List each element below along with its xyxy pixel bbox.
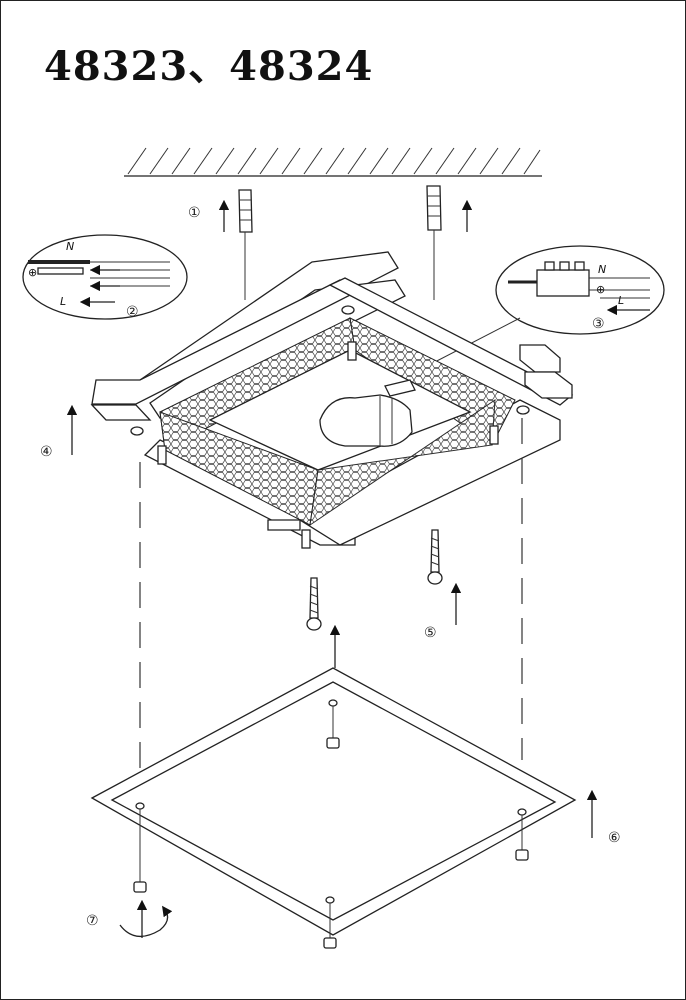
alignment-lines xyxy=(139,418,523,790)
live-label: L xyxy=(618,294,624,307)
wall-plug-right xyxy=(426,185,442,300)
step-5-label: ⑤ xyxy=(424,625,437,641)
step-2-label: ② xyxy=(126,304,139,320)
rotate-arrow-icon xyxy=(119,905,173,937)
wall-plug-left xyxy=(238,189,253,300)
neutral-label: N xyxy=(598,263,606,276)
live-label: L xyxy=(60,295,66,308)
earth-symbol: ⊕ xyxy=(596,283,605,296)
diffuser-panel xyxy=(90,667,577,949)
ceiling xyxy=(124,147,542,177)
wiring-callout-left: N ⊕ L xyxy=(22,234,188,320)
step-1-label: ① xyxy=(188,205,201,221)
earth-symbol: ⊕ xyxy=(28,266,37,279)
wooden-frame xyxy=(90,251,574,549)
step-3-label: ③ xyxy=(592,316,605,332)
neutral-label: N xyxy=(66,240,74,253)
step-4-label: ④ xyxy=(40,444,53,460)
screw-icon xyxy=(306,577,322,631)
step-6-label: ⑥ xyxy=(608,830,621,846)
step-7-label: ⑦ xyxy=(86,913,99,929)
model-number-title: 48323、48324 xyxy=(44,43,374,90)
screw-icon xyxy=(427,529,443,585)
spring-icon xyxy=(157,341,499,549)
lamp-holder xyxy=(319,379,416,447)
